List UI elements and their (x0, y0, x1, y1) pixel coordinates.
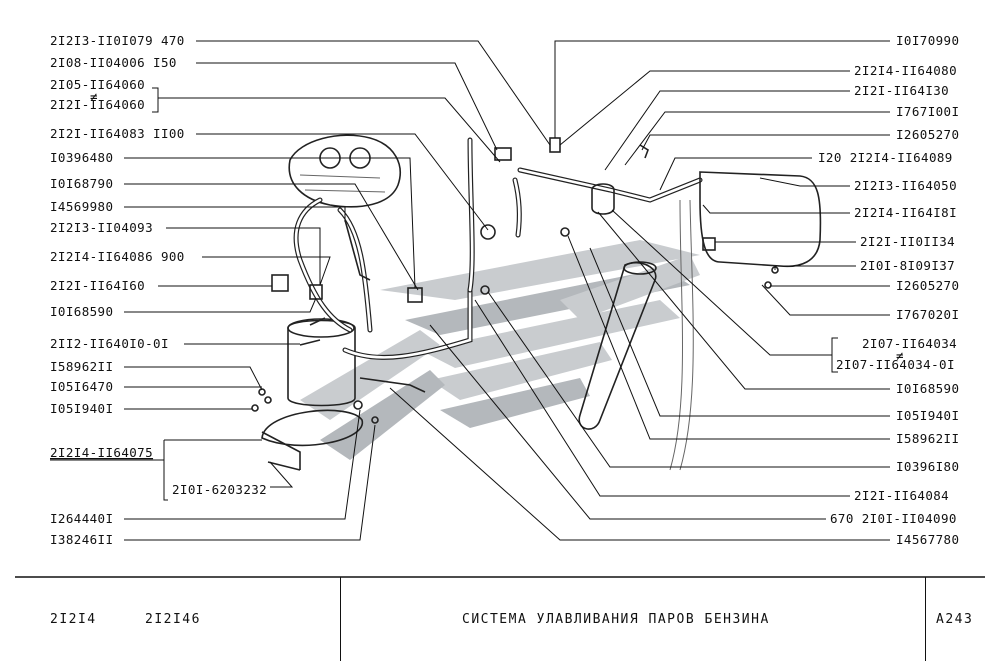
adsorber-canister (287, 319, 356, 407)
label-right-1: 2I2I4-II64080 (854, 63, 957, 78)
title-block-code: А243 (926, 577, 1000, 661)
label-right-13: 2I07-II64034-0I (836, 357, 955, 372)
title-block: 2I2I4 2I2I46 СИСТЕМА УЛАВЛИВАНИЯ ПАРОВ Б… (0, 577, 1000, 661)
right-callouts: I0I70990 2I2I4-II64080 2I2I-II64I30 I767… (389, 33, 959, 547)
alt-mark-left: ≠ (90, 89, 98, 104)
label-left-12: 2II2-II640I0-0I (50, 336, 169, 351)
label-right-18: 2I2I-II64084 (854, 488, 949, 503)
label-right-6: 2I2I3-II64050 (854, 178, 957, 193)
label-left-2: 2I05-II64060 (50, 77, 145, 92)
label-left-7: I4569980 (50, 199, 113, 214)
sheet-code: А243 (936, 612, 974, 627)
label-right-5: I20 2I2I4-II64089 (818, 150, 953, 165)
label-right-12: 2I07-II64034 (862, 336, 957, 351)
alt-mark-right: ≠ (896, 348, 904, 363)
label-left-18: I264440I (50, 511, 113, 526)
title-block-name: СИСТЕМА УЛАВЛИВАНИЯ ПАРОВ БЕНЗИНА (340, 577, 926, 661)
label-left-3: 2I2I-II64060 (50, 97, 145, 112)
label-right-4: I2605270 (896, 127, 959, 142)
label-right-19: 670 2I0I-II04090 (830, 511, 957, 526)
label-right-15: I05I940I (896, 408, 959, 423)
label-left-0: 2I2I3-II0I079 470 (50, 33, 185, 48)
label-right-2: 2I2I-II64I30 (854, 83, 949, 98)
label-left-17: 2I0I-6203232 (172, 482, 267, 497)
vapor-separator (591, 183, 615, 215)
label-left-19: I38246II (50, 532, 113, 547)
label-right-8: 2I2I-II0II34 (860, 234, 955, 249)
label-right-3: I767I00I (896, 104, 959, 119)
label-left-14: I05I6470 (50, 379, 113, 394)
label-right-16: I58962II (896, 431, 959, 446)
label-right-10: I2605270 (896, 278, 959, 293)
label-left-15: I05I940I (50, 401, 113, 416)
title-block-models: 2I2I4 2I2I46 (0, 577, 341, 661)
label-right-9: 2I0I-8I09I37 (860, 258, 955, 273)
watermark-logo (300, 240, 700, 460)
label-right-7: 2I2I4-II64I8I (854, 205, 957, 220)
model-code-a: 2I2I4 (50, 612, 97, 627)
label-left-6: I0I68790 (50, 176, 113, 191)
canister-clamp (261, 409, 363, 447)
label-left-16: 2I2I4-II64075 (50, 445, 153, 460)
label-left-8: 2I2I3-II04093 (50, 220, 153, 235)
label-left-1: 2I08-II04006 I50 (50, 55, 177, 70)
label-left-4: 2I2I-II64083 II00 (50, 126, 185, 141)
label-left-9: 2I2I4-II64086 900 (50, 249, 185, 264)
label-right-11: I767020I (896, 307, 959, 322)
label-right-14: I0I68590 (896, 381, 959, 396)
label-left-11: I0I68590 (50, 304, 113, 319)
left-callouts: 2I2I3-II0I079 470 2I08-II04006 I50 2I05-… (50, 33, 551, 547)
model-code-b: 2I2I46 (145, 612, 201, 627)
label-right-17: I0396I80 (896, 459, 959, 474)
label-right-20: I4567780 (896, 532, 959, 547)
label-right-0: I0I70990 (896, 33, 959, 48)
carburetor-body (288, 134, 401, 208)
diagram-title: СИСТЕМА УЛАВЛИВАНИЯ ПАРОВ БЕНЗИНА (462, 612, 770, 627)
label-left-13: I58962II (50, 359, 113, 374)
label-left-10: 2I2I-II64I60 (50, 278, 145, 293)
label-left-5: I0396480 (50, 150, 113, 165)
